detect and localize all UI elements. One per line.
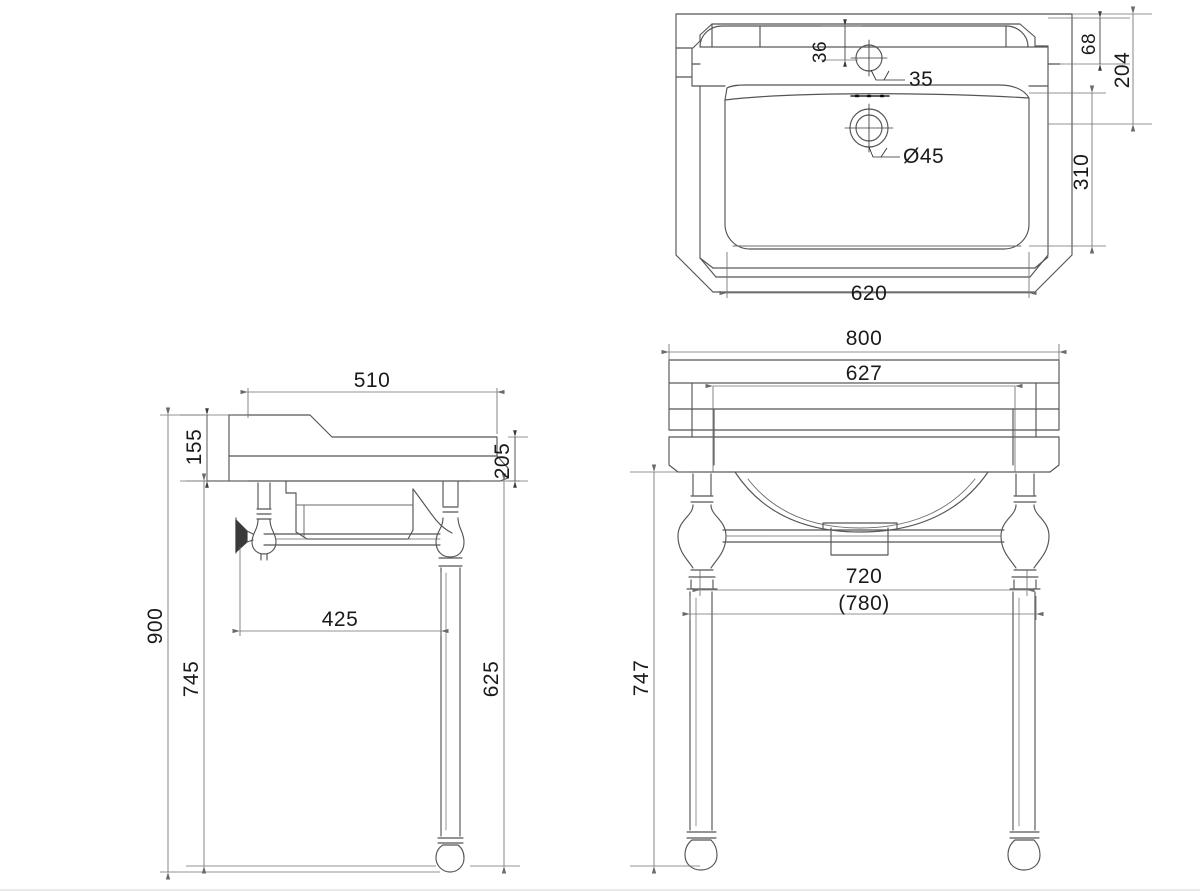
side-dim-depth-510: 510 — [354, 369, 391, 392]
side-dimensions — [160, 388, 528, 880]
side-dim-back-height-155: 155 — [183, 429, 206, 466]
side-view-left-leg — [251, 482, 277, 561]
plan-dim-bowl-depth-310: 310 — [1070, 154, 1093, 191]
sheet-bottom-rule — [0, 889, 1200, 891]
front-dim-leg-spacing-780: (780) — [838, 592, 890, 615]
plan-dim-tap-hole-35: 35 — [909, 68, 933, 91]
plan-dim-waste-hole-d45: Ø45 — [903, 145, 944, 168]
front-dimensions — [630, 344, 1067, 874]
side-dim-thickness-205: 205 — [491, 443, 514, 480]
front-dim-leg-height-747: 747 — [630, 660, 653, 697]
front-view-right-leg — [1000, 473, 1050, 871]
plan-dim-back-ledge-68: 68 — [1079, 33, 1100, 55]
side-dim-leg-setback-425: 425 — [322, 608, 359, 631]
front-view-left-leg — [677, 473, 727, 871]
front-dim-leg-spacing-720: 720 — [846, 565, 883, 588]
plan-view — [675, 13, 1073, 293]
side-dim-top-height-745: 745 — [180, 661, 203, 698]
side-dim-leg-height-625: 625 — [480, 661, 503, 698]
plan-dim-depth-204: 204 — [1111, 52, 1134, 89]
side-view — [206, 414, 509, 873]
front-view — [668, 359, 1060, 871]
side-dim-total-height-900: 900 — [144, 608, 167, 645]
plan-dim-tap-offset-36: 36 — [810, 41, 831, 63]
tap-hole-circle — [850, 39, 888, 77]
plan-dim-width-620: 620 — [851, 282, 888, 305]
front-dim-width-800: 800 — [846, 327, 883, 350]
waste-hole-circle — [844, 103, 894, 153]
side-view-right-leg — [435, 481, 465, 873]
front-dim-bowl-627: 627 — [846, 362, 883, 385]
wall-bracket — [235, 517, 254, 554]
plan-dimensions — [719, 6, 1152, 298]
